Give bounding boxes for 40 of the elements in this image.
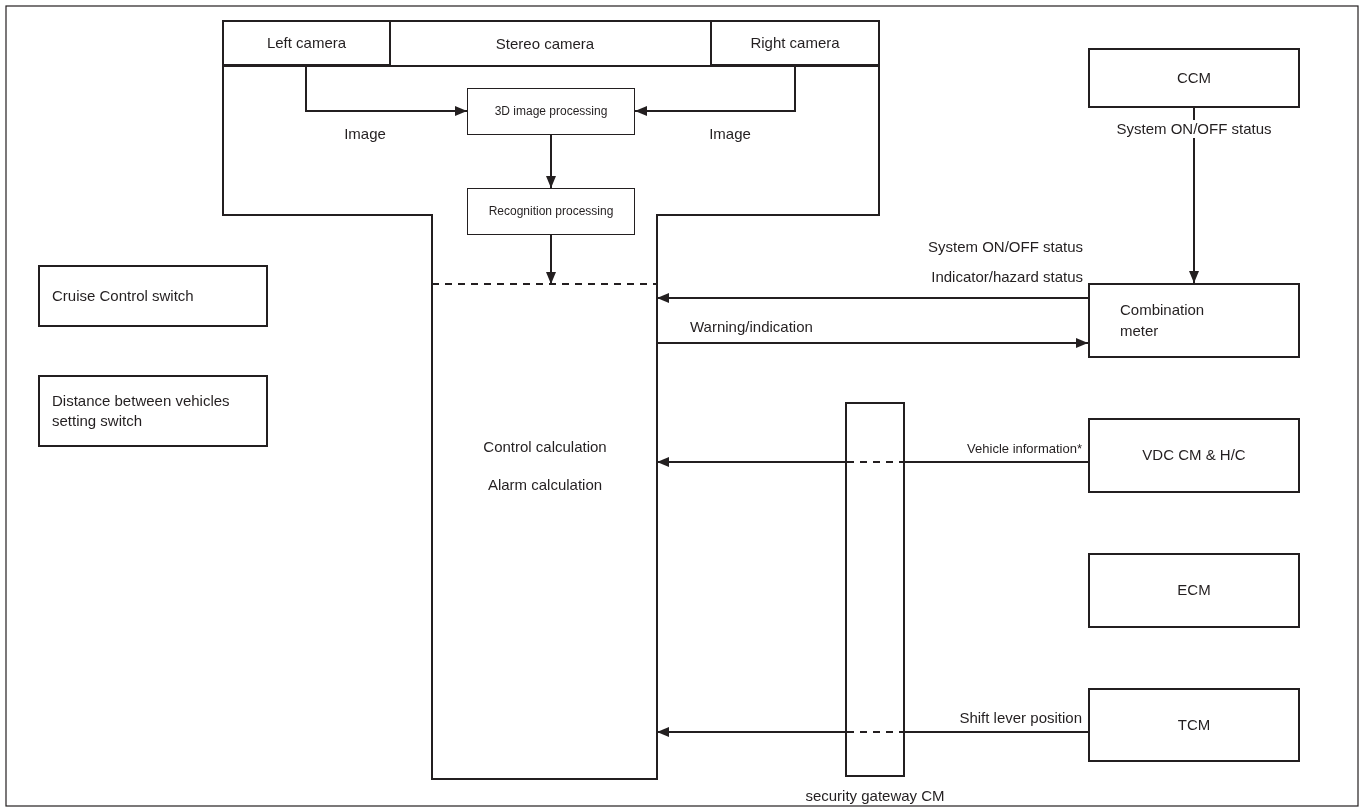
camera-box xyxy=(222,20,391,66)
arrow xyxy=(656,338,1089,348)
arrow xyxy=(656,727,846,737)
arrow xyxy=(634,65,796,116)
box-label: 3D image processing xyxy=(494,103,608,120)
arrow xyxy=(656,293,1089,303)
unit-label: Alarm calculation xyxy=(487,476,603,493)
box-label: Cruise Control switch xyxy=(52,285,194,306)
arrow xyxy=(546,234,556,285)
box-label: Right camera xyxy=(750,32,840,53)
switch-box xyxy=(38,265,268,327)
switch-box xyxy=(38,375,268,447)
box-label: Distance between vehicles setting switch xyxy=(52,390,231,431)
edge-label: Shift lever position xyxy=(957,709,1084,727)
arrow xyxy=(656,457,846,467)
box-label: TCM xyxy=(1177,714,1211,735)
arrow xyxy=(546,134,556,189)
box-label: VDC CM & H/C xyxy=(1142,445,1246,466)
arrow xyxy=(1189,107,1199,284)
unit-label: Stereo camera xyxy=(495,35,595,52)
module-box xyxy=(1088,553,1300,628)
box-label: CCM xyxy=(1176,67,1212,88)
box-label: ECM xyxy=(1177,580,1211,601)
module-box xyxy=(1088,418,1300,493)
camera-box xyxy=(710,20,880,66)
gateway-label: security gateway CM xyxy=(805,787,945,804)
arrow xyxy=(305,65,468,116)
box-label: Left camera xyxy=(266,32,347,53)
box-label: Recognition processing xyxy=(488,203,614,220)
box-label: Combination meter xyxy=(1120,300,1206,341)
module-box xyxy=(1088,688,1300,762)
connector-line xyxy=(904,461,1089,463)
process-box xyxy=(467,88,635,135)
connector-line xyxy=(904,731,1089,733)
edge-label: Warning/indication xyxy=(688,318,815,336)
unit-label: Control calculation xyxy=(483,438,607,455)
module-box xyxy=(1088,48,1300,108)
module-box xyxy=(1088,283,1300,358)
edge-label: System ON/OFF status xyxy=(1114,120,1274,138)
process-box xyxy=(467,188,635,235)
